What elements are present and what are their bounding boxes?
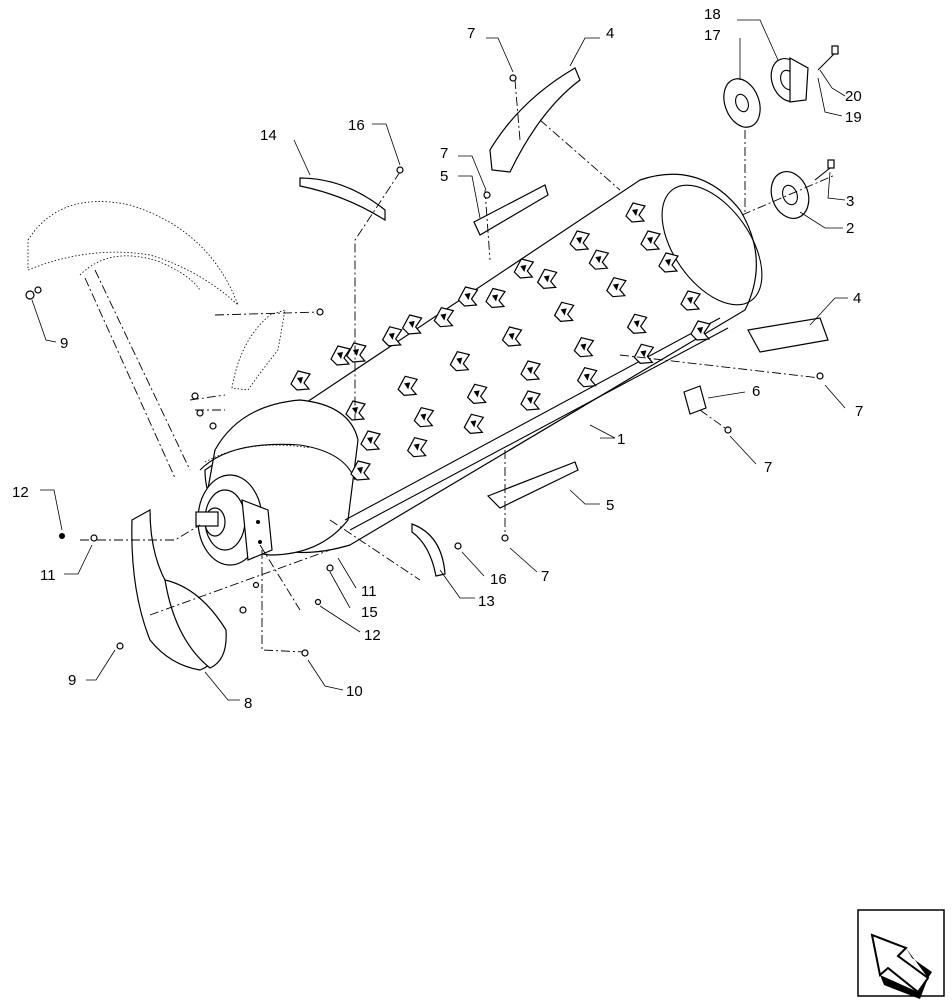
- rotor-knife-notch: [576, 237, 583, 244]
- callout-3: 3: [846, 193, 854, 210]
- rotor-knife-notch: [687, 297, 693, 304]
- callout-17: 17: [704, 27, 721, 44]
- rotor-knife-notch: [520, 265, 527, 272]
- callout-4-top: 4: [606, 25, 614, 42]
- rotor-knife-notch: [633, 320, 640, 328]
- part-13: [411, 523, 446, 577]
- rotor-knife-notch: [612, 283, 619, 291]
- callout-7-top: 7: [467, 25, 475, 42]
- part-5-bottom: [486, 461, 579, 509]
- rotor-knife-set: [290, 202, 711, 481]
- callout-2: 2: [846, 220, 854, 237]
- rotor-knife-notch: [470, 420, 477, 428]
- callout-9-lower: 9: [68, 672, 76, 689]
- part-4-right: [747, 317, 829, 353]
- rotor-knife-notch: [297, 377, 303, 384]
- rotor-knife-notch: [647, 237, 653, 244]
- callout-14: 14: [260, 127, 277, 144]
- rotor-knife-notch: [697, 327, 703, 334]
- callout-13: 13: [478, 593, 495, 610]
- rotor-knife-notch: [527, 397, 533, 404]
- rotor-knife-notch: [508, 333, 515, 340]
- callout-7-bottom: 7: [541, 568, 549, 585]
- callout-7-right-lower: 7: [764, 459, 772, 476]
- rotor-knife-notch: [580, 343, 587, 351]
- callout-11-right: 11: [361, 583, 377, 600]
- rotor-knife-notch: [357, 467, 363, 474]
- rotor-knife-notch: [595, 256, 602, 264]
- right-end-plates: [723, 45, 839, 219]
- callout-1: 1: [617, 431, 625, 448]
- callout-4-right: 4: [853, 290, 861, 307]
- exploded-view-navigation-arrow-icon[interactable]: [857, 909, 945, 999]
- callout-9-upper: 9: [60, 335, 68, 352]
- callout-labels: 1 2 3 4 4 5 5 6 7 7 7 7 7 8 9 9 10 11 11…: [12, 6, 863, 712]
- rotor-knife-notch: [388, 332, 395, 340]
- rotor-knife-notch: [632, 209, 638, 216]
- rotor-knife-notch: [367, 437, 373, 444]
- rotor-knife-notch: [473, 390, 480, 398]
- callout-11-left: 11: [40, 567, 56, 584]
- flighting-outline: [27, 201, 239, 306]
- rotor-knife-notch: [413, 443, 420, 451]
- callout-7-right: 7: [855, 403, 863, 420]
- rotor-knife-notch: [456, 357, 463, 365]
- rotor-knife-notch: [440, 313, 447, 321]
- rotor-knife-notch: [404, 382, 411, 390]
- callout-12-right: 12: [364, 627, 381, 644]
- rotor-knife-notch: [543, 275, 550, 283]
- callout-5-bottom: 5: [606, 497, 614, 514]
- callout-5-top: 5: [440, 168, 448, 185]
- callout-7-upper-mid: 7: [440, 145, 448, 162]
- fasteners: [25, 74, 824, 657]
- rotor-knife-notch: [492, 294, 498, 302]
- callout-16-top: 16: [348, 117, 365, 134]
- rotor-knife-notch: [583, 373, 590, 381]
- part-6: [683, 385, 707, 415]
- callout-12-left: 12: [12, 484, 29, 501]
- callout-10: 10: [346, 683, 363, 700]
- rotor-knife-notch: [352, 349, 359, 356]
- callout-19: 19: [845, 109, 862, 126]
- rotor-hub-shaft: [195, 474, 273, 566]
- rotor-knife-notch: [640, 350, 647, 358]
- rotor-knife-notch: [665, 259, 671, 266]
- callout-18: 18: [704, 6, 721, 23]
- callout-20: 20: [845, 88, 862, 105]
- leader-lines: [31, 19, 848, 701]
- rotor-knife-notch: [420, 413, 427, 421]
- callout-8: 8: [244, 695, 252, 712]
- rotor-knife-notch: [337, 352, 343, 359]
- part-14: [299, 177, 386, 222]
- callout-15: 15: [361, 604, 378, 621]
- rotor-knife-notch: [408, 321, 415, 328]
- rotor-knife-notch: [464, 293, 471, 300]
- rotor-knife-notch: [352, 407, 358, 414]
- assembly-lines: [80, 79, 836, 653]
- callout-6: 6: [752, 383, 760, 400]
- rotor-knife-notch: [527, 367, 533, 374]
- callout-16-bottom: 16: [490, 571, 507, 588]
- part-4-top: [489, 67, 581, 173]
- part-5-top: [473, 184, 549, 236]
- rotor-knife-notch: [560, 308, 567, 316]
